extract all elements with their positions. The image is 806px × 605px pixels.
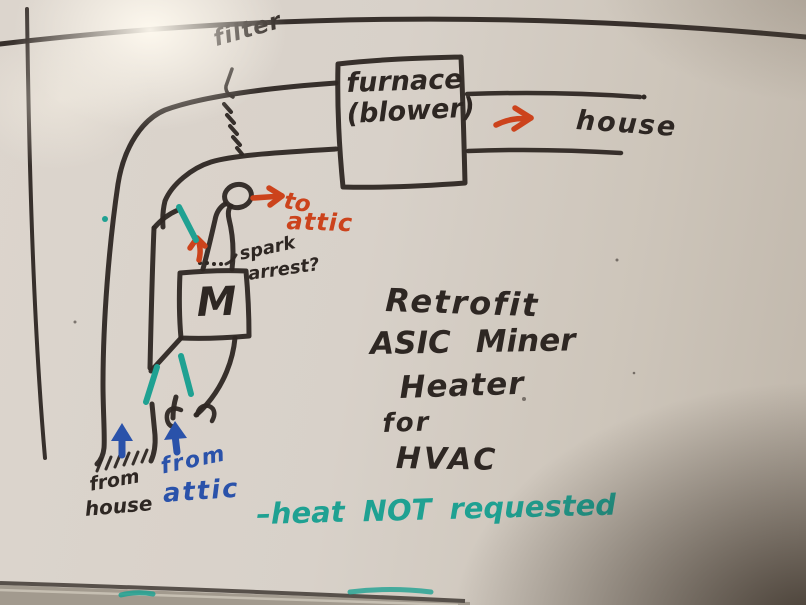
supply-line-top xyxy=(464,90,643,100)
from-house-duct-right-wall-upper xyxy=(147,225,157,371)
damper-mark-attic xyxy=(178,353,194,397)
from-attic-label-attic: attic xyxy=(161,473,241,509)
from-house-duct-right-wall-lower xyxy=(148,401,158,464)
title-line-1: Retrofit xyxy=(384,281,541,325)
whiteboard-top-edge xyxy=(0,16,806,47)
title-line-4: for xyxy=(381,407,431,439)
attic-pipe-right-wall xyxy=(193,335,238,418)
furnace-label: furnace xyxy=(345,63,463,99)
blower-label: (blower) xyxy=(345,92,476,130)
junction-bend-wall xyxy=(151,207,181,231)
title-line-2: ASIC Miner xyxy=(369,322,576,362)
from-house-label-house: house xyxy=(83,491,154,521)
house-supply-label: house xyxy=(574,105,679,144)
whiteboard-left-edge xyxy=(25,7,47,460)
to-attic-label-attic: attic xyxy=(286,207,354,238)
exhaust-pipe-left-wall xyxy=(200,201,228,272)
house-arrow-icon xyxy=(493,105,534,132)
miner-label: M xyxy=(195,278,238,326)
exhaust-opening-circle xyxy=(222,181,254,211)
tray-teal-smudge-2 xyxy=(347,587,434,595)
supply-line-top-end-dot xyxy=(641,94,647,100)
filter-hatch xyxy=(222,102,244,156)
marker-tray xyxy=(0,581,470,605)
from-house-up-arrow-icon xyxy=(111,423,133,459)
supply-line-bottom xyxy=(465,147,624,156)
tray-teal-smudge-1 xyxy=(118,590,156,598)
teal-dot xyxy=(102,216,108,222)
title-line-3: Heater xyxy=(398,365,526,406)
damper-mark-upper xyxy=(176,204,199,243)
to-attic-arrow-icon xyxy=(250,185,285,208)
title-line-5: HVAC xyxy=(395,441,499,478)
